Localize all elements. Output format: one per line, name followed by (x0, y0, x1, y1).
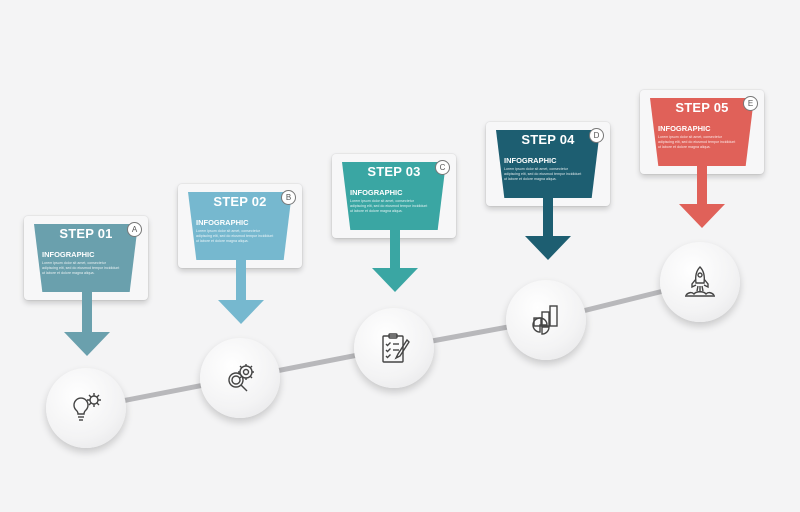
step-04-letter-badge: D (589, 128, 604, 143)
lightbulb-gear-icon (73, 393, 101, 421)
step-01-card: STEP 01 INFOGRAPHIC Lorem ipsum dolor si… (24, 216, 148, 300)
step-05-card: STEP 05 INFOGRAPHIC Lorem ipsum dolor si… (640, 90, 764, 174)
step-03-banner (342, 162, 446, 230)
step-03-subtitle: INFOGRAPHIC (350, 188, 403, 197)
gear-search-icon (228, 364, 254, 392)
step-03-icon-circle (354, 308, 434, 388)
step-02-card: STEP 02 INFOGRAPHIC Lorem ipsum dolor si… (178, 184, 302, 268)
step-05-banner (650, 98, 754, 166)
step-03-description: Lorem ipsum dolor sit amet, consectetur … (350, 199, 428, 213)
step-02-icon-circle (200, 338, 280, 418)
step-02-letter-badge: B (281, 190, 296, 205)
step-03-letter-badge: C (435, 160, 450, 175)
step-03-title: STEP 03 (367, 164, 421, 179)
step-02-banner (188, 192, 292, 260)
step-04-icon-circle (506, 280, 586, 360)
step-04-title: STEP 04 (521, 132, 575, 147)
step-05-letter-badge: E (743, 96, 758, 111)
step-01-icon-circle (46, 368, 126, 448)
step-02-description: Lorem ipsum dolor sit amet, consectetur … (196, 229, 274, 243)
step-04-card: STEP 04 INFOGRAPHIC Lorem ipsum dolor si… (486, 122, 610, 206)
step-02-subtitle: INFOGRAPHIC (196, 218, 249, 227)
step-05-description: Lorem ipsum dolor sit amet, consectetur … (658, 135, 736, 149)
step-03-card: STEP 03 INFOGRAPHIC Lorem ipsum dolor si… (332, 154, 456, 238)
step-04-banner (496, 130, 600, 198)
step-01-description: Lorem ipsum dolor sit amet, consectetur … (42, 261, 120, 275)
step-05-title: STEP 05 (675, 100, 729, 115)
step-01-title: STEP 01 (59, 226, 113, 241)
step-02-title: STEP 02 (213, 194, 267, 209)
step-04-description: Lorem ipsum dolor sit amet, consectetur … (504, 167, 582, 181)
bar-pie-chart-icon (532, 305, 558, 335)
step-05-subtitle: INFOGRAPHIC (658, 124, 711, 133)
step-04-subtitle: INFOGRAPHIC (504, 156, 557, 165)
step-01-letter-badge: A (127, 222, 142, 237)
step-05-icon-circle (660, 242, 740, 322)
step-01-banner (34, 224, 138, 292)
rocket-launch-icon (685, 266, 715, 297)
clipboard-checklist-icon (382, 333, 410, 363)
step-01-subtitle: INFOGRAPHIC (42, 250, 95, 259)
